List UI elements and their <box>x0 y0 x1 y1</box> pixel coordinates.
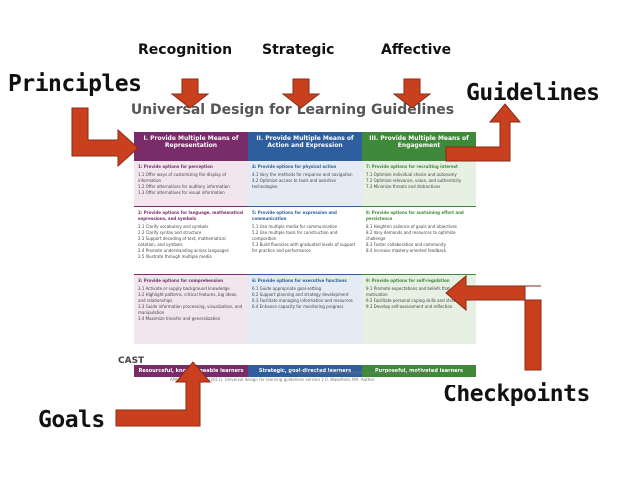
guideline-section: 6: Provide options for executive functio… <box>248 274 362 344</box>
guideline-heading: 6: Provide options for executive functio… <box>252 278 347 283</box>
guideline-heading: 2: Provide options for language, mathema… <box>138 210 244 221</box>
guideline-section: 4: Provide options for physical action 4.… <box>248 160 362 206</box>
copyright-text: © 2011 by CAST. All rights reserved. www… <box>290 370 432 375</box>
column-representation: I. Provide Multiple Means of Representat… <box>134 132 248 377</box>
checkpoint-item: 2.3 Support decoding of text, mathematic… <box>138 236 226 247</box>
checkpoint-item: 3.4 Maximize transfer and generalization <box>138 316 221 321</box>
checkpoint-item: 8.3 Foster collaboration and community <box>366 242 446 247</box>
checkpoint-item: 2.4 Promote understanding across languag… <box>138 248 229 253</box>
affective-label: Affective <box>381 42 452 58</box>
column-action-expression: II. Provide Multiple Means of Action and… <box>248 132 362 377</box>
guidelines-label: Guidelines <box>466 80 600 106</box>
guideline-heading: 1: Provide options for perception <box>138 164 213 169</box>
checkpoint-item: 4.2 Optimize access to tools and assisti… <box>252 178 336 189</box>
checkpoints-label: Checkpoints <box>443 381 590 407</box>
checkpoint-item: 5.2 Use multiple tools for construction … <box>252 230 338 241</box>
checkpoint-item: 6.1 Guide appropriate goal-setting <box>252 286 322 291</box>
checkpoint-item: 8.2 Vary demands and resources to optimi… <box>366 230 456 241</box>
checkpoint-item: 9.1 Promote expectations and beliefs tha… <box>366 286 469 297</box>
recognition-label: Recognition <box>138 42 233 58</box>
strategic-label: Strategic <box>262 42 335 58</box>
udl-guidelines-chart: Universal Design for Learning Guidelines… <box>110 100 476 385</box>
checkpoint-item: 2.2 Clarify syntax and structure <box>138 230 202 235</box>
guideline-heading: 7: Provide options for recruiting intere… <box>366 164 458 169</box>
checkpoint-item: 8.1 Heighten salience of goals and objec… <box>366 224 457 229</box>
checkpoint-item: 3.2 Highlight patterns, critical feature… <box>138 292 238 303</box>
checkpoint-item: 9.3 Develop self-assessment and reflecti… <box>366 304 453 309</box>
checkpoint-item: 7.3 Minimize threats and distractions <box>366 184 441 189</box>
cast-logo: CAST <box>118 356 145 366</box>
checkpoint-item: 7.1 Optimize individual choice and auton… <box>366 172 457 177</box>
checkpoint-item: 3.1 Activate or supply background knowle… <box>138 286 230 291</box>
checkpoint-item: 4.1 Vary the methods for response and na… <box>252 172 353 177</box>
guideline-section: 7: Provide options for recruiting intere… <box>362 160 476 206</box>
column-footer-goal: Strategic, goal-directed learners <box>248 365 362 377</box>
column-engagement: III. Provide Multiple Means of Engagemen… <box>362 132 476 377</box>
column-footer-goal: Resourceful, knowledgeable learners <box>134 365 248 377</box>
principles-label: Principles <box>8 71 142 97</box>
checkpoint-item: 6.3 Facilitate managing information and … <box>252 298 353 303</box>
citation-text: APA Citation: CAST (2011). Universal des… <box>170 377 376 382</box>
guideline-section: 5: Provide options for expression and co… <box>248 206 362 274</box>
checkpoint-item: 6.4 Enhance capacity for monitoring prog… <box>252 304 344 309</box>
guideline-section: 1: Provide options for perception 1.1 Off… <box>134 160 248 206</box>
column-header: III. Provide Multiple Means of Engagemen… <box>362 132 476 160</box>
guideline-section: 3: Provide options for comprehension 3.1 … <box>134 274 248 344</box>
guideline-heading: 9: Provide options for self-regulation <box>366 278 450 283</box>
checkpoint-item: 2.5 Illustrate through multiple media <box>138 254 212 259</box>
chart-title: Universal Design for Learning Guidelines <box>130 102 455 118</box>
checkpoint-item: 3.3 Guide information processing, visual… <box>138 304 243 315</box>
column-header: I. Provide Multiple Means of Representat… <box>134 132 248 160</box>
checkpoint-item: 1.2 Offer alternatives for auditory info… <box>138 184 230 189</box>
checkpoint-item: 1.3 Offer alternatives for visual inform… <box>138 190 225 195</box>
checkpoint-item: 8.4 Increase mastery-oriented feedback <box>366 248 447 253</box>
guideline-section: 9: Provide options for self-regulation 9.… <box>362 274 476 344</box>
checkpoint-item: 9.2 Facilitate personal coping skills an… <box>366 298 466 303</box>
guideline-heading: 4: Provide options for physical action <box>252 164 337 169</box>
guideline-heading: 3: Provide options for comprehension <box>138 278 224 283</box>
guideline-heading: 8: Provide options for sustaining effort… <box>366 210 464 221</box>
checkpoint-item: 1.1 Offer ways of customizing the displa… <box>138 172 227 183</box>
checkpoint-item: 5.1 Use multiple media for communication <box>252 224 338 229</box>
column-header: II. Provide Multiple Means of Action and… <box>248 132 362 160</box>
checkpoint-item: 5.3 Build fluencies with graduated level… <box>252 242 356 253</box>
checkpoint-item: 7.2 Optimize relevance, value, and authe… <box>366 178 462 183</box>
guideline-heading: 5: Provide options for expression and co… <box>252 210 337 221</box>
checkpoint-item: 2.1 Clarify vocabulary and symbols <box>138 224 209 229</box>
checkpoint-item: 6.2 Support planning and strategy develo… <box>252 292 349 297</box>
guideline-section: 8: Provide options for sustaining effort… <box>362 206 476 274</box>
guideline-section: 2: Provide options for language, mathema… <box>134 206 248 274</box>
goals-label: Goals <box>38 407 105 433</box>
